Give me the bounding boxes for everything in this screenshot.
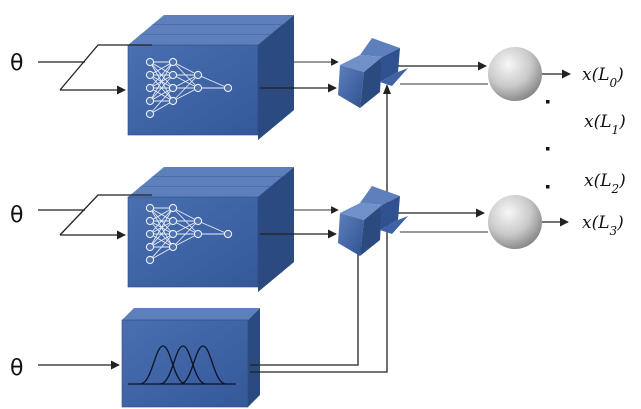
multiplexer-1: [338, 38, 408, 108]
input-wires-2: [38, 194, 152, 240]
output-sphere-1: [488, 47, 542, 101]
neural-network-block-1: [127, 15, 294, 140]
output-label-L1: x(L1): [584, 112, 626, 137]
multiplexer-2: [338, 186, 408, 256]
neural-net-icon-1: [145, 57, 233, 119]
output-label-L0: x(L0): [582, 65, 624, 90]
theta-input-label-2: θ: [10, 203, 23, 228]
input-wires-1: [38, 44, 152, 95]
neural-net-icon-2: [145, 203, 233, 265]
neural-network-block-2: [127, 167, 294, 292]
output-label-L2: x(L2): [584, 171, 626, 196]
mux1-output-wires: [398, 61, 488, 85]
block2-output-wires: [260, 206, 339, 239]
output-label-L3: x(L3): [582, 213, 624, 238]
mux2-output-wires: [398, 208, 488, 233]
ellipsis-dots: [546, 100, 550, 189]
output-sphere-2: [488, 195, 542, 249]
theta-input-label-1: θ: [10, 51, 23, 76]
sphere-output-arrows: [542, 69, 571, 227]
gaussian-curves-icon: [128, 345, 236, 385]
block1-output-wires: [260, 58, 339, 93]
theta-input-label-3: θ: [10, 356, 23, 381]
gaussian-basis-block: [121, 308, 260, 408]
